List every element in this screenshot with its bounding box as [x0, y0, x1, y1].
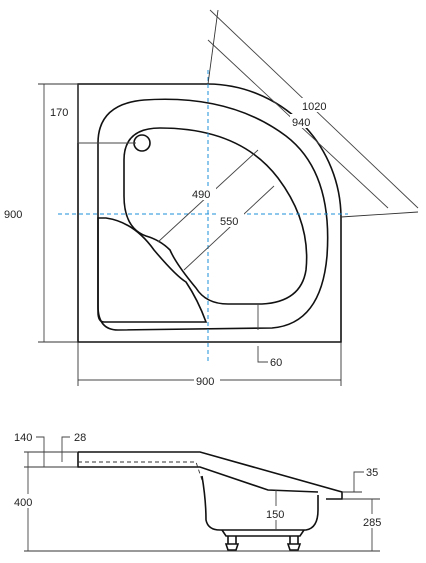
drain-icon	[133, 134, 151, 152]
label-1020: 1020	[302, 101, 326, 113]
foot-right-icon	[286, 536, 302, 551]
label-900-horizontal: 900	[196, 376, 214, 388]
label-285: 285	[363, 517, 381, 529]
label-940: 940	[292, 117, 310, 129]
label-bg-490	[190, 186, 216, 200]
side-inner-hidden-line	[78, 461, 203, 481]
label-bg-940	[290, 114, 318, 128]
dim-leader-60	[257, 346, 268, 363]
label-150: 150	[266, 509, 284, 521]
top-view: 170 900 1020 940 490 550 60 900	[2, 9, 419, 388]
label-490: 490	[192, 189, 210, 201]
dim-leader-28	[61, 436, 70, 462]
label-170: 170	[50, 107, 68, 119]
side-basin-body	[201, 475, 319, 531]
label-35: 35	[366, 467, 378, 479]
dim-leader-140	[36, 436, 45, 452]
label-bg-170	[48, 104, 72, 118]
label-bg-150	[264, 506, 290, 520]
tub-rim-outline	[97, 98, 329, 331]
label-140: 140	[14, 432, 32, 444]
label-bg-900-h	[194, 373, 220, 387]
side-base	[221, 529, 305, 537]
side-view: 140 28 400 35 285 150	[12, 432, 387, 552]
label-60: 60	[270, 357, 282, 369]
label-bg-550	[218, 213, 244, 227]
label-bg-1020	[298, 98, 332, 112]
label-900-vertical: 900	[4, 209, 22, 221]
dim-leader-35	[353, 471, 364, 492]
ext-line-1020-b	[340, 211, 419, 218]
dim-line-550	[183, 185, 275, 271]
label-28: 28	[74, 432, 86, 444]
label-400: 400	[14, 497, 32, 509]
tub-seat-outline	[97, 217, 208, 323]
label-550: 550	[220, 216, 238, 228]
tub-basin-outline	[123, 127, 308, 305]
ext-line-1020-a	[207, 9, 219, 85]
foot-left-icon	[224, 536, 240, 551]
tub-outer-outline	[77, 83, 342, 343]
side-rim-left	[77, 452, 319, 493]
label-bg-900-v	[2, 205, 28, 221]
label-bg-285	[361, 514, 387, 528]
label-bg-400	[12, 494, 38, 508]
